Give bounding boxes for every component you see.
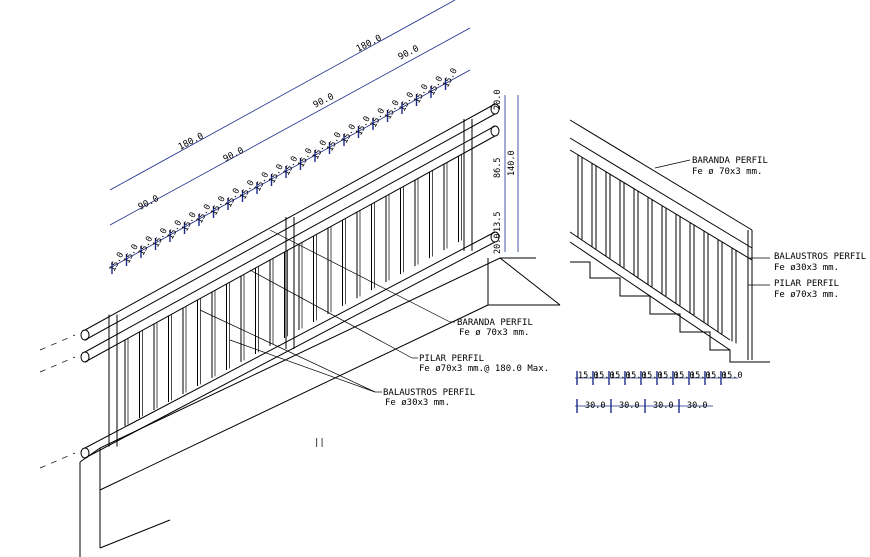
side-15-label: 15.0: [626, 371, 646, 381]
side-label-baranda-2: Fe ø 70x3 mm.: [692, 167, 762, 177]
iso-label-baranda-2: Fe ø 70x3 mm.: [459, 328, 529, 338]
vdim-13-5: 13.5: [493, 212, 503, 232]
side-15-label: 15.0: [674, 371, 694, 381]
break-mark: ||: [314, 438, 325, 448]
iso-dim-line-top: [109, 0, 456, 191]
iso-15-label: 15.0: [441, 67, 459, 90]
side-label-balaustros-1: BALAUSTROS PERFIL: [774, 252, 866, 262]
iso-label-baranda-1: BARANDA PERFIL: [457, 318, 533, 328]
side-15-label: 15.0: [578, 371, 598, 381]
iso-dim-90-top-a: 90.0: [397, 44, 421, 63]
side-30-label: 30.0: [653, 401, 673, 411]
side-label-pilar-2: Fe ø70x3 mm.: [774, 290, 839, 300]
iso-label-balaustros-1: BALAUSTROS PERFIL: [383, 388, 475, 398]
vdim-86-5: 86.5: [493, 158, 503, 178]
side-15-label: 15.0: [690, 371, 710, 381]
iso-dim-90-mid-a: 90.0: [222, 146, 246, 165]
iso-dim-180-mid: 180.0: [177, 131, 206, 152]
vdim-140: 140.0: [507, 150, 517, 176]
vdim-20-bottom: 20.0: [493, 234, 503, 254]
side-15-label: 15.0: [658, 371, 678, 381]
side-railing: [569, 119, 770, 413]
iso-railing: [39, 0, 561, 557]
side-15-label: 15.0: [722, 371, 742, 381]
side-label-pilar-1: PILAR PERFIL: [774, 279, 839, 289]
side-30-label: 30.0: [619, 401, 639, 411]
side-15-label: 15.0: [706, 371, 726, 381]
side-30-label: 30.0: [687, 401, 707, 411]
iso-dim-180-top: 180.0: [355, 33, 384, 54]
side-15-label: 15.0: [610, 371, 630, 381]
iso-label-pilar-1: PILAR PERFIL: [419, 354, 484, 364]
side-15-label: 15.0: [594, 371, 614, 381]
iso-dim-90-low: 90.0: [137, 194, 161, 213]
iso-label-balaustros-2: Fe ø30x3 mm.: [385, 398, 450, 408]
side-label-baranda-1: BARANDA PERFIL: [692, 156, 768, 166]
vdim-20-top: 20.0: [493, 90, 503, 110]
side-30-label: 30.0: [585, 401, 605, 411]
iso-label-pilar-2: Fe ø70x3 mm.@ 180.0 Max.: [419, 364, 549, 374]
side-label-balaustros-2: Fe ø30x3 mm.: [774, 263, 839, 273]
iso-dim-line-row2: [109, 27, 471, 226]
side-15-label: 15.0: [642, 371, 662, 381]
